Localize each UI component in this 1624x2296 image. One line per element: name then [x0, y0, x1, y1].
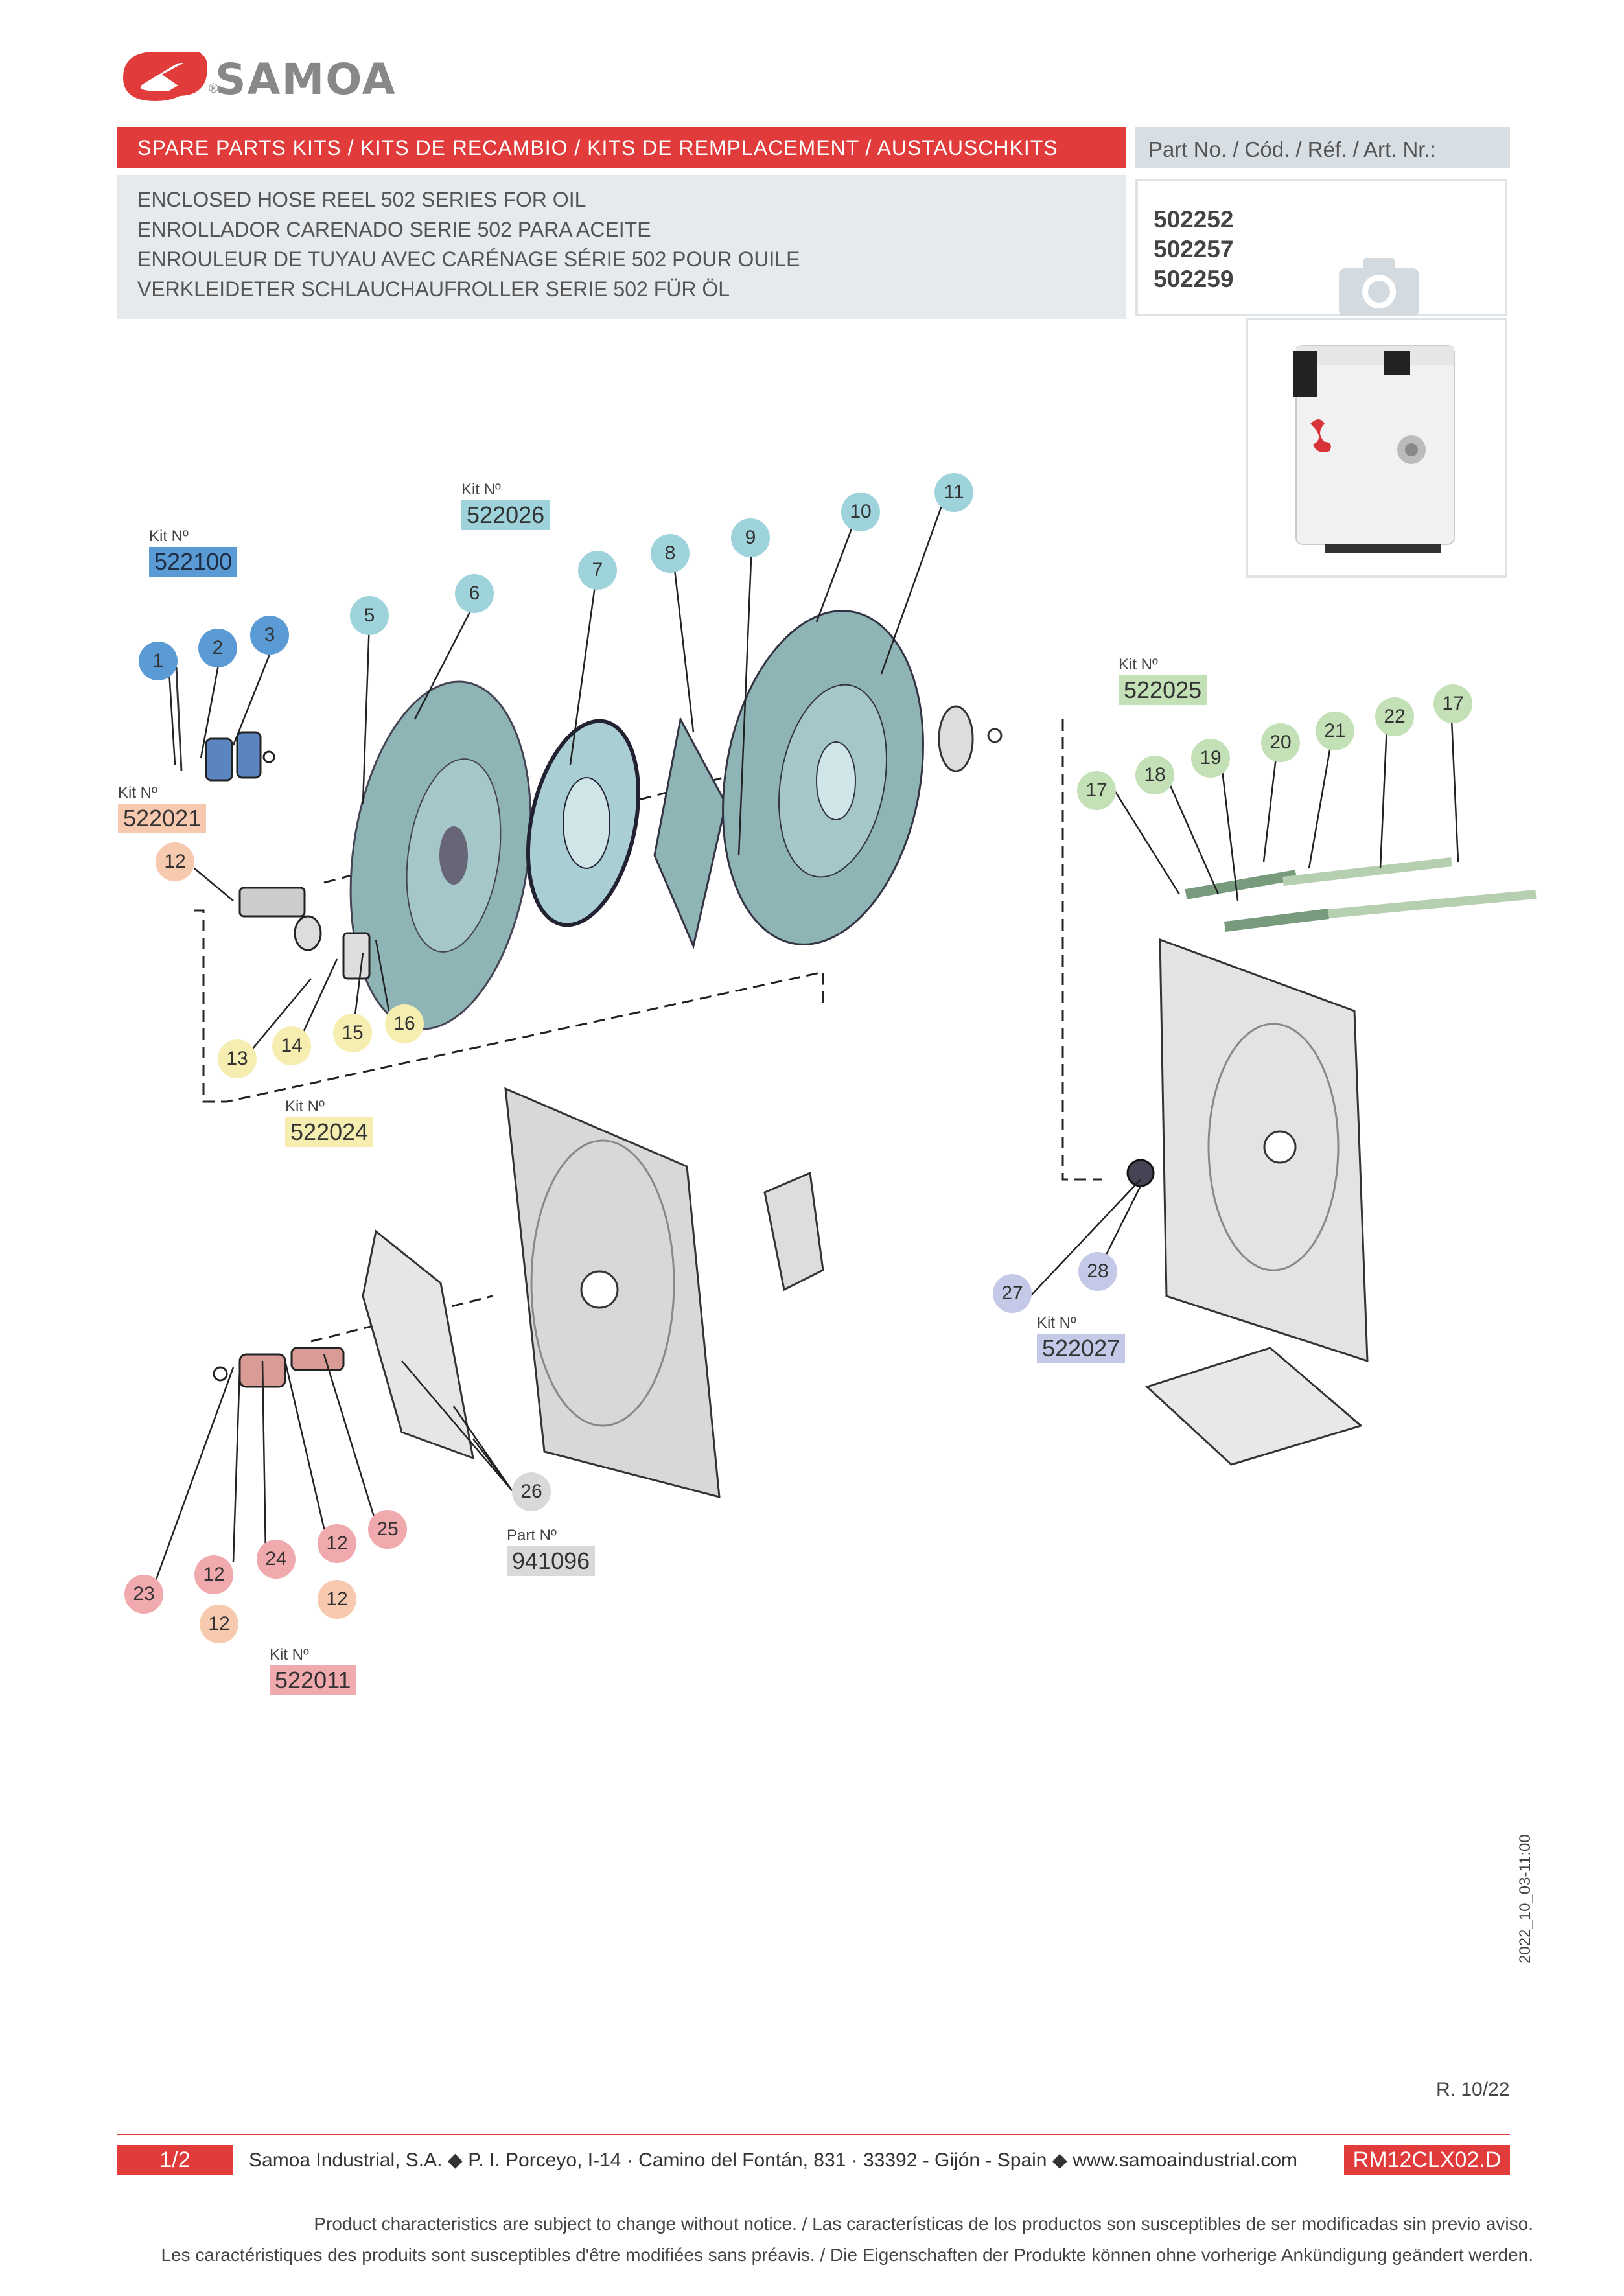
callout: 12 [318, 1580, 356, 1619]
kit-number: 522027 [1037, 1334, 1126, 1363]
guide-rollers [1185, 857, 1537, 932]
kit-label: Kit Nº [270, 1646, 309, 1664]
callout: 2 [198, 629, 237, 667]
callout: 19 [1191, 739, 1230, 778]
timestamp: 2022_10_03-11:00 [1516, 1834, 1534, 1964]
callout: 22 [1375, 697, 1414, 736]
front-cover [362, 1229, 474, 1460]
kit-label: Kit Nº [1119, 656, 1158, 673]
hose-drum-part [722, 610, 924, 945]
callout: 12 [194, 1555, 233, 1594]
callout: 20 [1261, 723, 1300, 762]
right-casing [1159, 938, 1369, 1363]
description-line-en: ENCLOSED HOSE REEL 502 SERIES FOR OIL [137, 188, 586, 211]
callout: 1 [139, 642, 178, 680]
part-numbers-box [1135, 179, 1507, 316]
product-photo-frame [1246, 318, 1507, 578]
description-box [117, 175, 1126, 319]
page-title: SPARE PARTS KITS / KITS DE RECAMBIO / KI… [137, 136, 1058, 159]
callout: 21 [1316, 712, 1354, 750]
mounting-bracket [1145, 1347, 1363, 1466]
callout: 12 [156, 842, 194, 881]
callout: 15 [333, 1014, 372, 1052]
kit-number: 941096 [507, 1546, 596, 1576]
kit-number: 522011 [270, 1665, 356, 1695]
reel-casing [504, 1087, 721, 1498]
registered-mark: ® [209, 82, 218, 96]
callout: 18 [1135, 756, 1174, 794]
callout: 25 [368, 1510, 407, 1549]
kit-number: 522021 [118, 804, 207, 833]
part-number-label: Part No. / Cód. / Réf. / Art. Nr.: [1148, 137, 1436, 161]
kit-number: 522026 [461, 500, 550, 530]
part-number: 502259 [1154, 266, 1234, 292]
disclaimer-line: Les caractéristiques des produits sont s… [161, 2245, 1533, 2265]
small-parts-kit-522100 [175, 667, 275, 782]
description-line-de: VERKLEIDETER SCHLAUCHAUFROLLER SERIE 502… [137, 277, 730, 301]
callout: 24 [257, 1540, 296, 1579]
callout: 17 [1433, 684, 1472, 723]
callout: 12 [318, 1524, 356, 1563]
kit-number: 522100 [149, 547, 238, 577]
footer-divider [117, 2134, 1510, 2135]
callout: 27 [993, 1274, 1032, 1313]
kit-label: Kit Nº [1037, 1314, 1076, 1332]
side-bracket [763, 1171, 824, 1292]
callout: 23 [124, 1575, 163, 1614]
camera-icon [1339, 258, 1419, 316]
kit-number: 522025 [1119, 675, 1207, 705]
gasket-plate [653, 716, 727, 949]
part-number: 502257 [1154, 236, 1234, 262]
part-number: 502252 [1154, 206, 1234, 233]
callout: 16 [385, 1004, 424, 1043]
kit-label: Kit Nº [149, 528, 189, 545]
company-address: Samoa Industrial, S.A. ◆ P. I. Porceyo, … [249, 2150, 1298, 2171]
callout: 6 [455, 574, 494, 613]
kit-number: 522024 [285, 1117, 374, 1147]
brand-name: SAMOA [215, 54, 397, 104]
part-number-header [1135, 127, 1510, 168]
product-photo [1293, 345, 1455, 553]
callout: 5 [350, 596, 389, 635]
disclaimer-line: Product characteristics are subject to c… [314, 2214, 1533, 2234]
title-bar [117, 127, 1126, 168]
callout: 26 [512, 1472, 551, 1511]
callout: 14 [272, 1026, 311, 1065]
kit-label: Kit Nº [285, 1098, 325, 1115]
callout: 9 [731, 518, 770, 557]
callout: 12 [200, 1605, 238, 1643]
kit-label: Kit Nº [461, 481, 501, 498]
description-line-es: ENROLLADOR CARENADO SERIE 502 PARA ACEIT… [137, 218, 651, 241]
seal-ring-part [526, 719, 641, 927]
page-number: 1/2 [117, 2145, 233, 2175]
revision-label: R. 10/22 [1436, 2079, 1510, 2100]
kit-label: Part Nº [507, 1527, 557, 1544]
ratchet-part [1126, 1159, 1155, 1187]
swivel-assembly [238, 887, 371, 980]
samoa-logo [123, 52, 207, 101]
callout: 17 [1077, 771, 1116, 810]
callout: 7 [578, 551, 617, 590]
callout: 28 [1078, 1252, 1117, 1291]
drum-part [349, 680, 532, 1030]
callout: 3 [250, 616, 289, 655]
hub-part [938, 705, 1003, 772]
kit-label: Kit Nº [118, 784, 157, 802]
callout: 10 [841, 493, 880, 531]
callout: 8 [651, 534, 690, 573]
callout: 13 [218, 1039, 257, 1078]
document-code: RM12CLX02.D [1344, 2145, 1510, 2175]
callout: 11 [934, 473, 973, 512]
description-line-fr: ENROULEUR DE TUYAU AVEC CARÉNAGE SÉRIE 5… [137, 248, 800, 271]
